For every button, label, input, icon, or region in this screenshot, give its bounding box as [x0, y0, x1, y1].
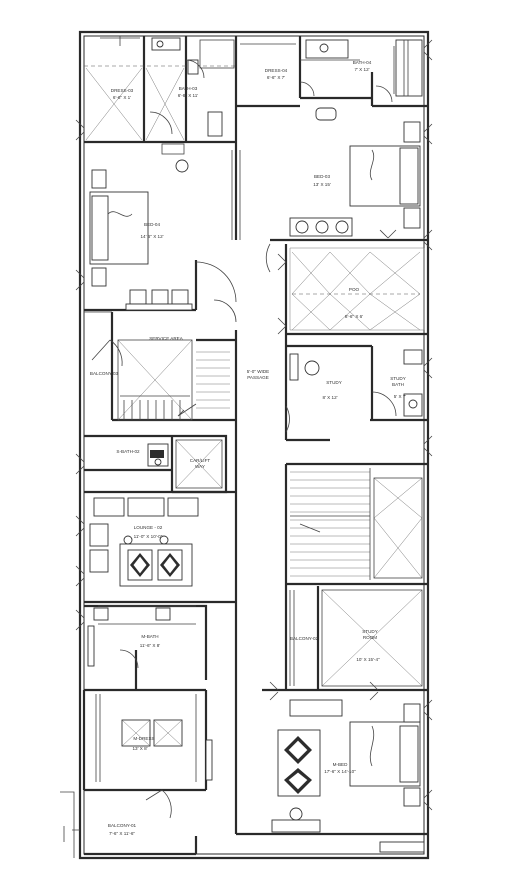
- dress-03-size: 6'-6" X 1': [113, 95, 131, 100]
- bed-04-size: 14' 6" X 12': [140, 234, 163, 239]
- passage: [213, 243, 290, 700]
- dress-04-size: 6'-6" X 7': [267, 75, 285, 80]
- bed-03-room: [270, 121, 428, 242]
- pooja-label: POO: [349, 287, 360, 292]
- balcony-02: [262, 584, 428, 692]
- balcony-01-size: 7'-6" X 11'-6": [109, 831, 135, 836]
- dress-04-bath-04: [236, 36, 428, 121]
- study-room-size: 10' X 15'-4": [356, 657, 380, 662]
- room-labels: DRESS-03 6'-6" X 1' BATH-03 6'-8" X 11' …: [90, 60, 406, 836]
- m-bath: [84, 604, 208, 692]
- bed-04-label: BED-04: [144, 222, 161, 227]
- bath-03-label: BATH-03: [179, 86, 198, 91]
- bed-03-label: BED-03: [314, 174, 331, 179]
- s-bath-02: [84, 434, 174, 492]
- lounge-02: [84, 490, 236, 604]
- lounge-02-label: LOUNGE - 02: [134, 525, 163, 530]
- balcony-02-label: BALCONY-02: [290, 636, 319, 641]
- study-label: STUDY: [326, 380, 342, 385]
- study-room-label-2: ROOM: [363, 635, 377, 640]
- study-bath-size: 5' X 7': [394, 394, 407, 399]
- study-size: 8' X 12': [322, 395, 337, 400]
- s-bath-02-label: S-BATH-02: [116, 449, 140, 454]
- m-dress-label: M-DRESS: [133, 736, 154, 741]
- window-markers: [75, 39, 433, 811]
- study-room-large: [321, 589, 423, 687]
- passage-width: 5'-0" WIDE: [247, 369, 269, 374]
- dress-03-label: DRESS-03: [111, 88, 134, 93]
- lounge-02-size: 11'-0" X 10'-0": [134, 534, 163, 539]
- balcony-03-label: BALCONY-03: [90, 371, 119, 376]
- bath-04-size: 7' X 12': [354, 67, 369, 72]
- study-room: [286, 344, 428, 442]
- bed-04-room: [84, 142, 241, 312]
- service-area: [91, 312, 238, 422]
- m-bed-size: 17'-6" X 14'-10": [324, 769, 356, 774]
- balcony-01: [84, 789, 198, 856]
- pooja-size: 8'-6" X 6': [345, 314, 363, 319]
- m-bed: [234, 699, 428, 853]
- study-room-label: STUDY: [362, 629, 378, 634]
- service-area-label: SERVICE AREA: [149, 336, 184, 341]
- bath-03-size: 6'-8" X 11': [178, 93, 199, 98]
- m-bath-size: 11'-6" X 8': [140, 643, 161, 648]
- exterior-walls: [60, 30, 430, 860]
- study-bath-label: STUDY: [390, 376, 406, 381]
- dress-03-room: [84, 36, 238, 144]
- pooja-room: [284, 244, 428, 336]
- lift-label-2: WAY: [195, 464, 205, 469]
- bath-04-label: BATH-04: [353, 60, 372, 65]
- study-bath: [403, 349, 423, 417]
- lift-label: CAR/LIFT: [190, 458, 211, 463]
- m-dress-size: 13' X 8': [132, 746, 147, 751]
- passage-label: PASSAGE: [247, 375, 269, 380]
- balcony-01-label: BALCONY-01: [108, 823, 137, 828]
- m-dress: [82, 690, 213, 792]
- bed-03-size: 13' X 15': [313, 182, 331, 187]
- bath-03-fixtures: [149, 37, 235, 137]
- m-bed-label: M-BED: [333, 762, 348, 767]
- main-staircase: [284, 462, 428, 586]
- dress-04-label: DRESS-04: [265, 68, 288, 73]
- m-bath-label: M-BATH: [141, 634, 158, 639]
- study-bath-label-2: BATH: [392, 382, 404, 387]
